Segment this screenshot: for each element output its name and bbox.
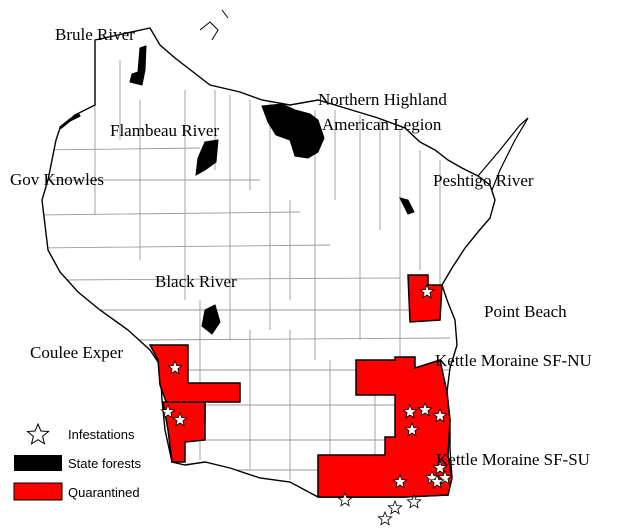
label-brule-river: Brule River [55, 25, 135, 44]
legend-quarantined-label: Quarantined [68, 485, 140, 500]
quarantine-southeast [317, 356, 453, 498]
label-coulee-exper: Coulee Exper [30, 343, 123, 362]
infestation-star-icon [167, 359, 183, 375]
star-icon [26, 422, 50, 445]
state-outline [41, 27, 496, 498]
infestation-markers [160, 283, 453, 526]
label-black-river: Black River [155, 272, 237, 291]
infestation-star-icon [337, 491, 353, 507]
label-point-beach: Point Beach [484, 302, 567, 321]
infestation-star-icon [392, 473, 408, 489]
infestation-star-icon [172, 411, 188, 427]
lake-superior-shore [59, 113, 81, 130]
infestation-star-icon [160, 403, 176, 419]
label-northern-highland-2: American Legion [322, 115, 442, 134]
apostle-islands [199, 9, 229, 41]
label-kettle-su: Kettle Moraine SF-SU [436, 450, 590, 469]
infestation-star-icon [404, 421, 420, 437]
forest-flambeau [195, 139, 219, 176]
infestation-star-icon [432, 407, 448, 423]
forest-black-river [201, 304, 221, 335]
label-flambeau-river: Flambeau River [110, 121, 219, 140]
quarantine-brown [407, 274, 443, 323]
label-gov-knowles: Gov Knowles [10, 170, 104, 189]
infestation-star-icon [417, 401, 433, 417]
quarantine-west-south [162, 401, 206, 463]
legend-quarantined: Quarantined [13, 482, 140, 501]
infestation-star-icon [406, 493, 422, 509]
infestation-star-icon [377, 510, 393, 526]
infestation-star-icon [437, 469, 453, 485]
door-peninsula [477, 117, 529, 191]
legend-state-forests-label: State forests [68, 456, 141, 471]
forest-peshtigo [399, 197, 415, 215]
infestation-star-icon [402, 403, 418, 419]
forest-northern-highland [261, 103, 325, 159]
label-peshtigo-river: Peshtigo River [433, 171, 534, 190]
legend-infestations: Infestations [26, 422, 135, 445]
legend-infestations-label: Infestations [68, 427, 135, 442]
infestation-star-icon [419, 283, 435, 299]
infestation-star-icon [432, 459, 448, 475]
label-northern-highland-1: Northern Highland [318, 90, 447, 109]
infestation-star-icon [429, 473, 445, 489]
quarantine-zones [148, 274, 453, 498]
infestation-star-icon [387, 499, 403, 515]
state-forests [129, 45, 415, 335]
county-lines [42, 60, 451, 490]
state-forest-swatch [14, 455, 62, 471]
label-kettle-nu: Kettle Moraine SF-NU [435, 351, 592, 370]
forest-brule [129, 45, 147, 86]
legend-state-forests: State forests [14, 455, 141, 471]
quarantine-swatch [13, 482, 63, 501]
legend: Infestations State forests Quarantined [13, 422, 141, 501]
